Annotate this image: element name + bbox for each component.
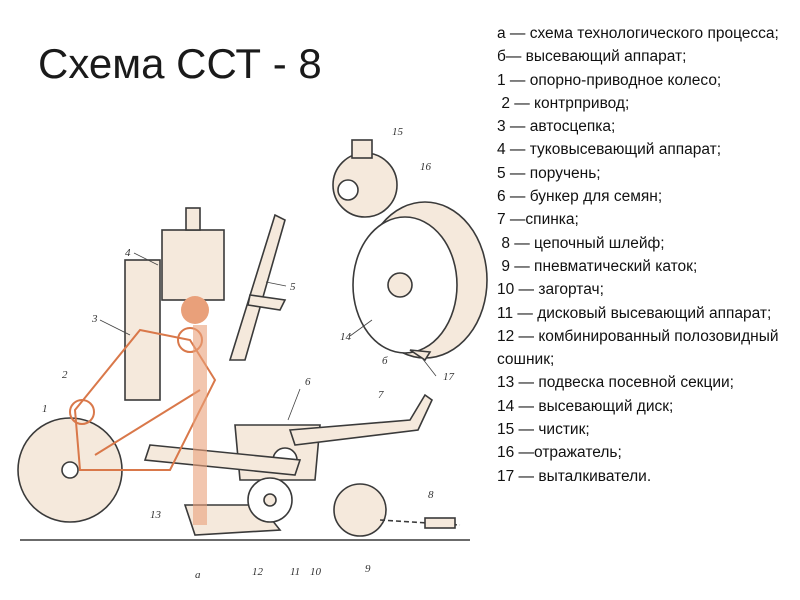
label-9: 9: [365, 563, 371, 575]
label-10: 10: [310, 566, 322, 578]
legend-item: 17 — выталкиватели.: [497, 467, 652, 485]
slide-title: Схема ССТ - 8: [38, 40, 322, 87]
seeding-disc-detail: [332, 139, 488, 362]
legend-item: 11 — дисковый высевающий аппарат;: [497, 304, 772, 322]
diagram-labels: 1 2 3 4 5 6 7 8 9 10 11 12 13 14 15 16 1…: [42, 126, 455, 581]
label-15: 15: [392, 126, 404, 138]
handrail: [228, 213, 286, 361]
seed-flow: [181, 296, 209, 525]
legend-item: 15 — чистик;: [497, 421, 590, 439]
label-13: 13: [150, 509, 162, 521]
cleaner: [351, 139, 373, 159]
fertilizer-hopper: [161, 229, 225, 301]
legend-item: 13 — подвеска посевной секции;: [497, 374, 734, 392]
legend-item: 12 — комбинированный полозовидный сошник…: [497, 327, 783, 369]
label-4: 4: [125, 247, 131, 259]
label-1: 1: [42, 403, 48, 415]
legend-item: 9 — пневматический каток;: [497, 257, 698, 275]
legend-list: а — схема технологического процесса; б— …: [497, 22, 797, 488]
label-5: 5: [290, 281, 296, 293]
leader-lines: [99, 252, 437, 421]
legend-item: а — схема технологического процесса;: [497, 25, 779, 42]
legend-item: 14 — высевающий диск;: [497, 397, 674, 415]
label-a: а: [195, 569, 201, 581]
label-11: 11: [290, 566, 300, 578]
label-17: 17: [443, 371, 455, 383]
legend-item: 8 — цепочный шлейф;: [497, 234, 665, 252]
seat-back: [288, 393, 434, 446]
pneumatic-packer: [333, 483, 387, 537]
legend-item: 1 — опорно-приводное колесо;: [497, 71, 722, 89]
label-16: 16: [420, 161, 432, 173]
legend-item: 7 —спинка;: [497, 211, 579, 229]
legend-item: б— высевающий аппарат;: [497, 48, 687, 66]
label-6: 6: [305, 376, 311, 388]
legend-item: 4 — туковысевающий аппарат;: [497, 141, 722, 159]
label-12: 12: [252, 566, 264, 578]
legend-item: 5 — поручень;: [497, 164, 601, 182]
legend-item: 3 — автосцепка;: [497, 118, 616, 136]
legend-item: 16 —отражатель;: [497, 444, 622, 462]
label-2: 2: [62, 369, 68, 381]
label-14: 14: [340, 331, 352, 343]
legend-item: 10 — загортач;: [497, 281, 604, 299]
label-b: б: [382, 355, 388, 367]
seeder-side-view: [17, 207, 470, 541]
label-8: 8: [428, 489, 434, 501]
legend-item: 2 — контрпривод;: [497, 94, 630, 112]
section-suspension: [143, 444, 302, 476]
label-3: 3: [91, 313, 98, 325]
legend-item: 6 — бункер для семян;: [497, 188, 663, 206]
pushers: [409, 349, 432, 362]
label-7: 7: [378, 389, 384, 401]
